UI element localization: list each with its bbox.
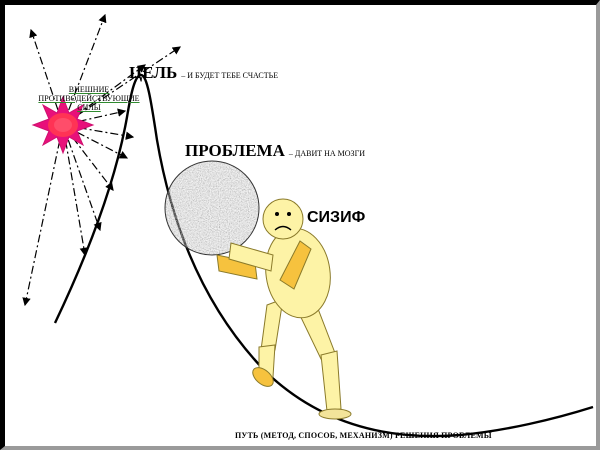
force-ray (62, 124, 88, 257)
force-ray (22, 124, 64, 307)
back-foot (252, 367, 274, 387)
front-upper-arm (279, 240, 312, 290)
front-foot (318, 408, 352, 420)
problem-note: – ДАВИТ НА МОЗГИ (288, 149, 365, 158)
diagram-scene (22, 13, 594, 438)
head (262, 198, 304, 240)
front-forearm (228, 242, 274, 272)
path-caption: ПУТЬ (МЕТОД, СПОСОБ, МЕХАНИЗМ) РЕШЕНИЯ П… (235, 431, 492, 440)
sisyphus-label: СИЗИФ (307, 209, 366, 226)
force-ray (29, 28, 64, 126)
force-rays (22, 13, 181, 307)
problem-title: ПРОБЛЕМА (185, 141, 285, 160)
problem-label: ПРОБЛЕМА – ДАВИТ НА МОЗГИ (185, 141, 365, 161)
sun-icon (31, 95, 95, 155)
front-shin (320, 350, 342, 412)
goal-title: ЦЕЛЬ (129, 63, 178, 82)
sisyphus-figure (216, 198, 352, 420)
external-forces-label: ВНЕШНИЕ ПРОТИВОДЕЙСТВУЮЩИЕ СИЛЫ (38, 85, 140, 112)
force-ray (62, 13, 107, 126)
eye-left (275, 212, 279, 216)
goal-note: – И БУДЕТ ТЕБЕ СЧАСТЬЕ (181, 71, 279, 80)
eye-right (287, 212, 291, 216)
force-ray (62, 108, 127, 126)
force-ray (62, 46, 181, 126)
goal-label: ЦЕЛЬ – И БУДЕТ ТЕБЕ СЧАСТЬЕ (129, 63, 278, 83)
problem-boulder (164, 160, 260, 256)
force-ray (62, 124, 114, 191)
force-ray (62, 124, 102, 232)
sad-mouth (274, 225, 292, 231)
